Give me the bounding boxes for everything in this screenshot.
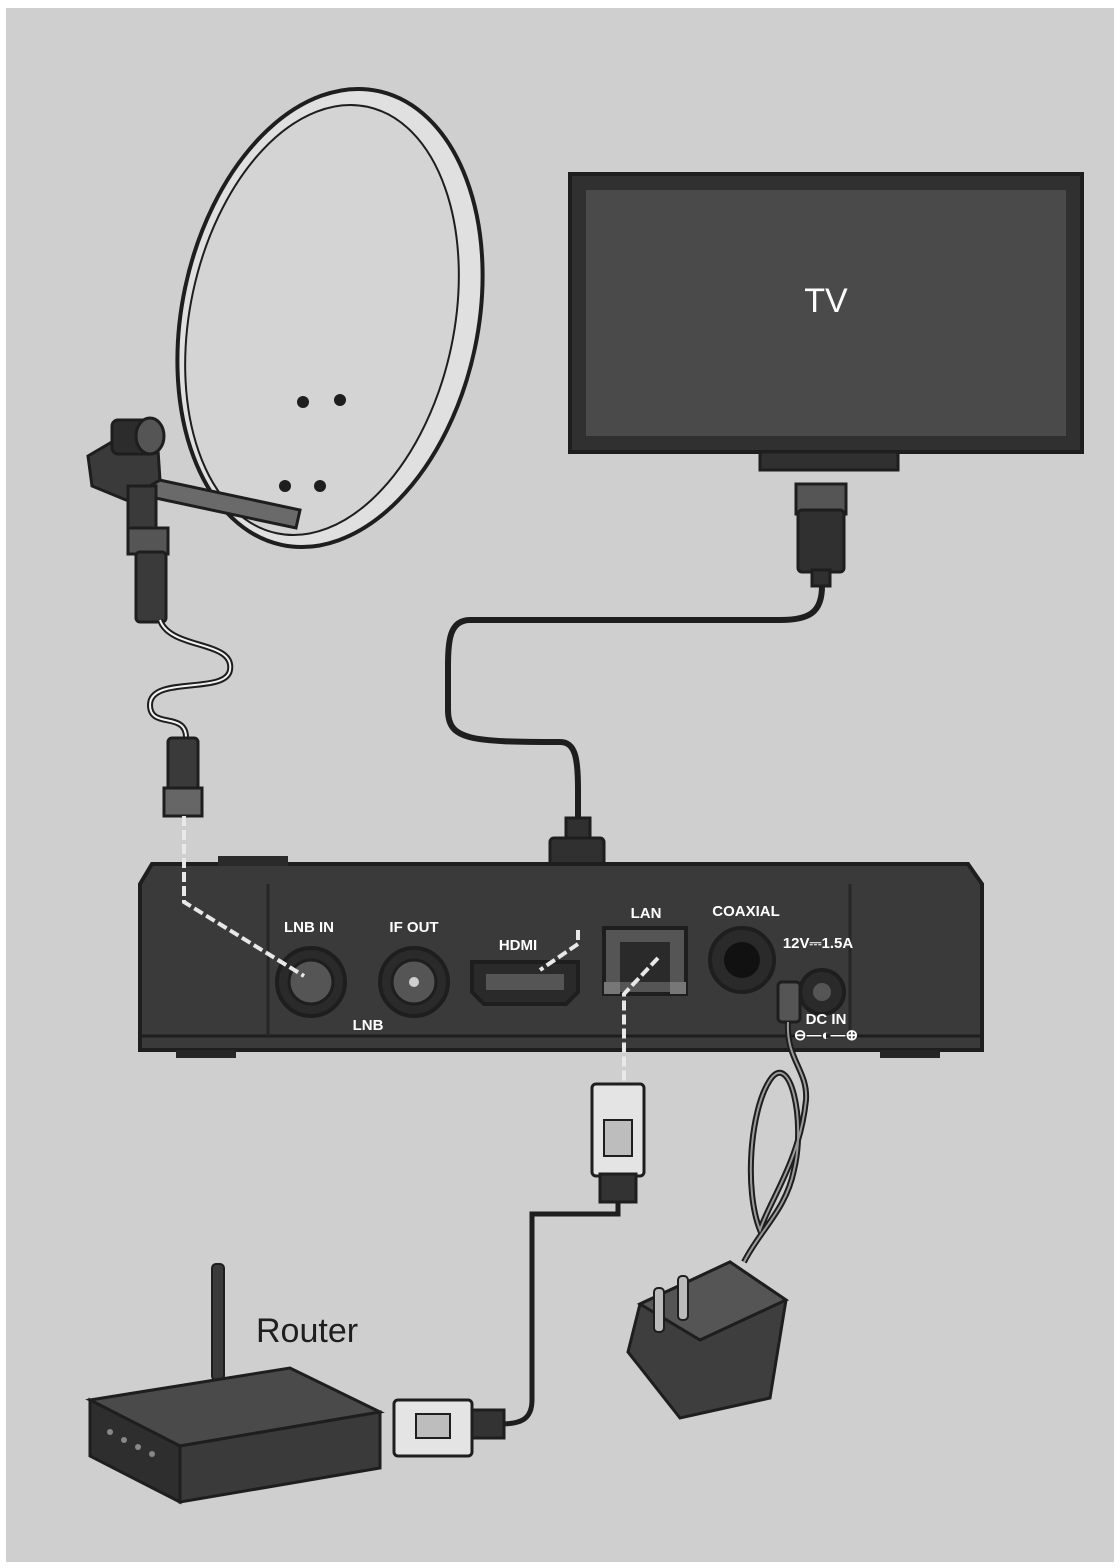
lnb-label: LNB bbox=[353, 1017, 384, 1034]
if-out-port bbox=[378, 946, 450, 1018]
satellite-dish-icon bbox=[86, 86, 485, 624]
coax-connector-icon bbox=[162, 736, 204, 818]
hdmi-cable bbox=[445, 585, 825, 820]
router-icon bbox=[85, 1263, 385, 1505]
router-label: Router bbox=[256, 1312, 358, 1350]
coaxial-label: COAXIAL bbox=[712, 903, 780, 920]
if-out-label: IF OUT bbox=[389, 919, 438, 936]
power-rating-label: 12V⎓1.5A bbox=[783, 935, 854, 952]
rj45-plug-router-icon bbox=[392, 1398, 506, 1458]
power-adapter-icon bbox=[626, 1260, 790, 1420]
hdmi-connector-tv-icon bbox=[794, 482, 848, 588]
hdmi-port bbox=[470, 960, 580, 1006]
lan-lead bbox=[622, 956, 660, 1086]
coax-lead bbox=[182, 816, 306, 978]
polarity-symbol: ⊖—◐—⊕ bbox=[794, 1027, 858, 1044]
hdmi-lead bbox=[538, 930, 580, 972]
rj45-plug-box-icon bbox=[590, 1082, 646, 1204]
dc-plug-icon bbox=[776, 980, 802, 1024]
lan-label: LAN bbox=[631, 905, 662, 922]
tv-icon: TV bbox=[568, 172, 1084, 472]
lnb-in-port bbox=[275, 946, 347, 1018]
dc-in-port bbox=[798, 968, 846, 1016]
lnb-in-label: LNB IN bbox=[284, 919, 334, 936]
tv-label: TV bbox=[804, 282, 848, 320]
coaxial-port bbox=[708, 926, 776, 994]
hdmi-label: HDMI bbox=[499, 937, 537, 954]
lan-cable bbox=[499, 1202, 621, 1427]
lan-port bbox=[602, 926, 688, 996]
dc-in-label: DC IN bbox=[806, 1011, 847, 1028]
